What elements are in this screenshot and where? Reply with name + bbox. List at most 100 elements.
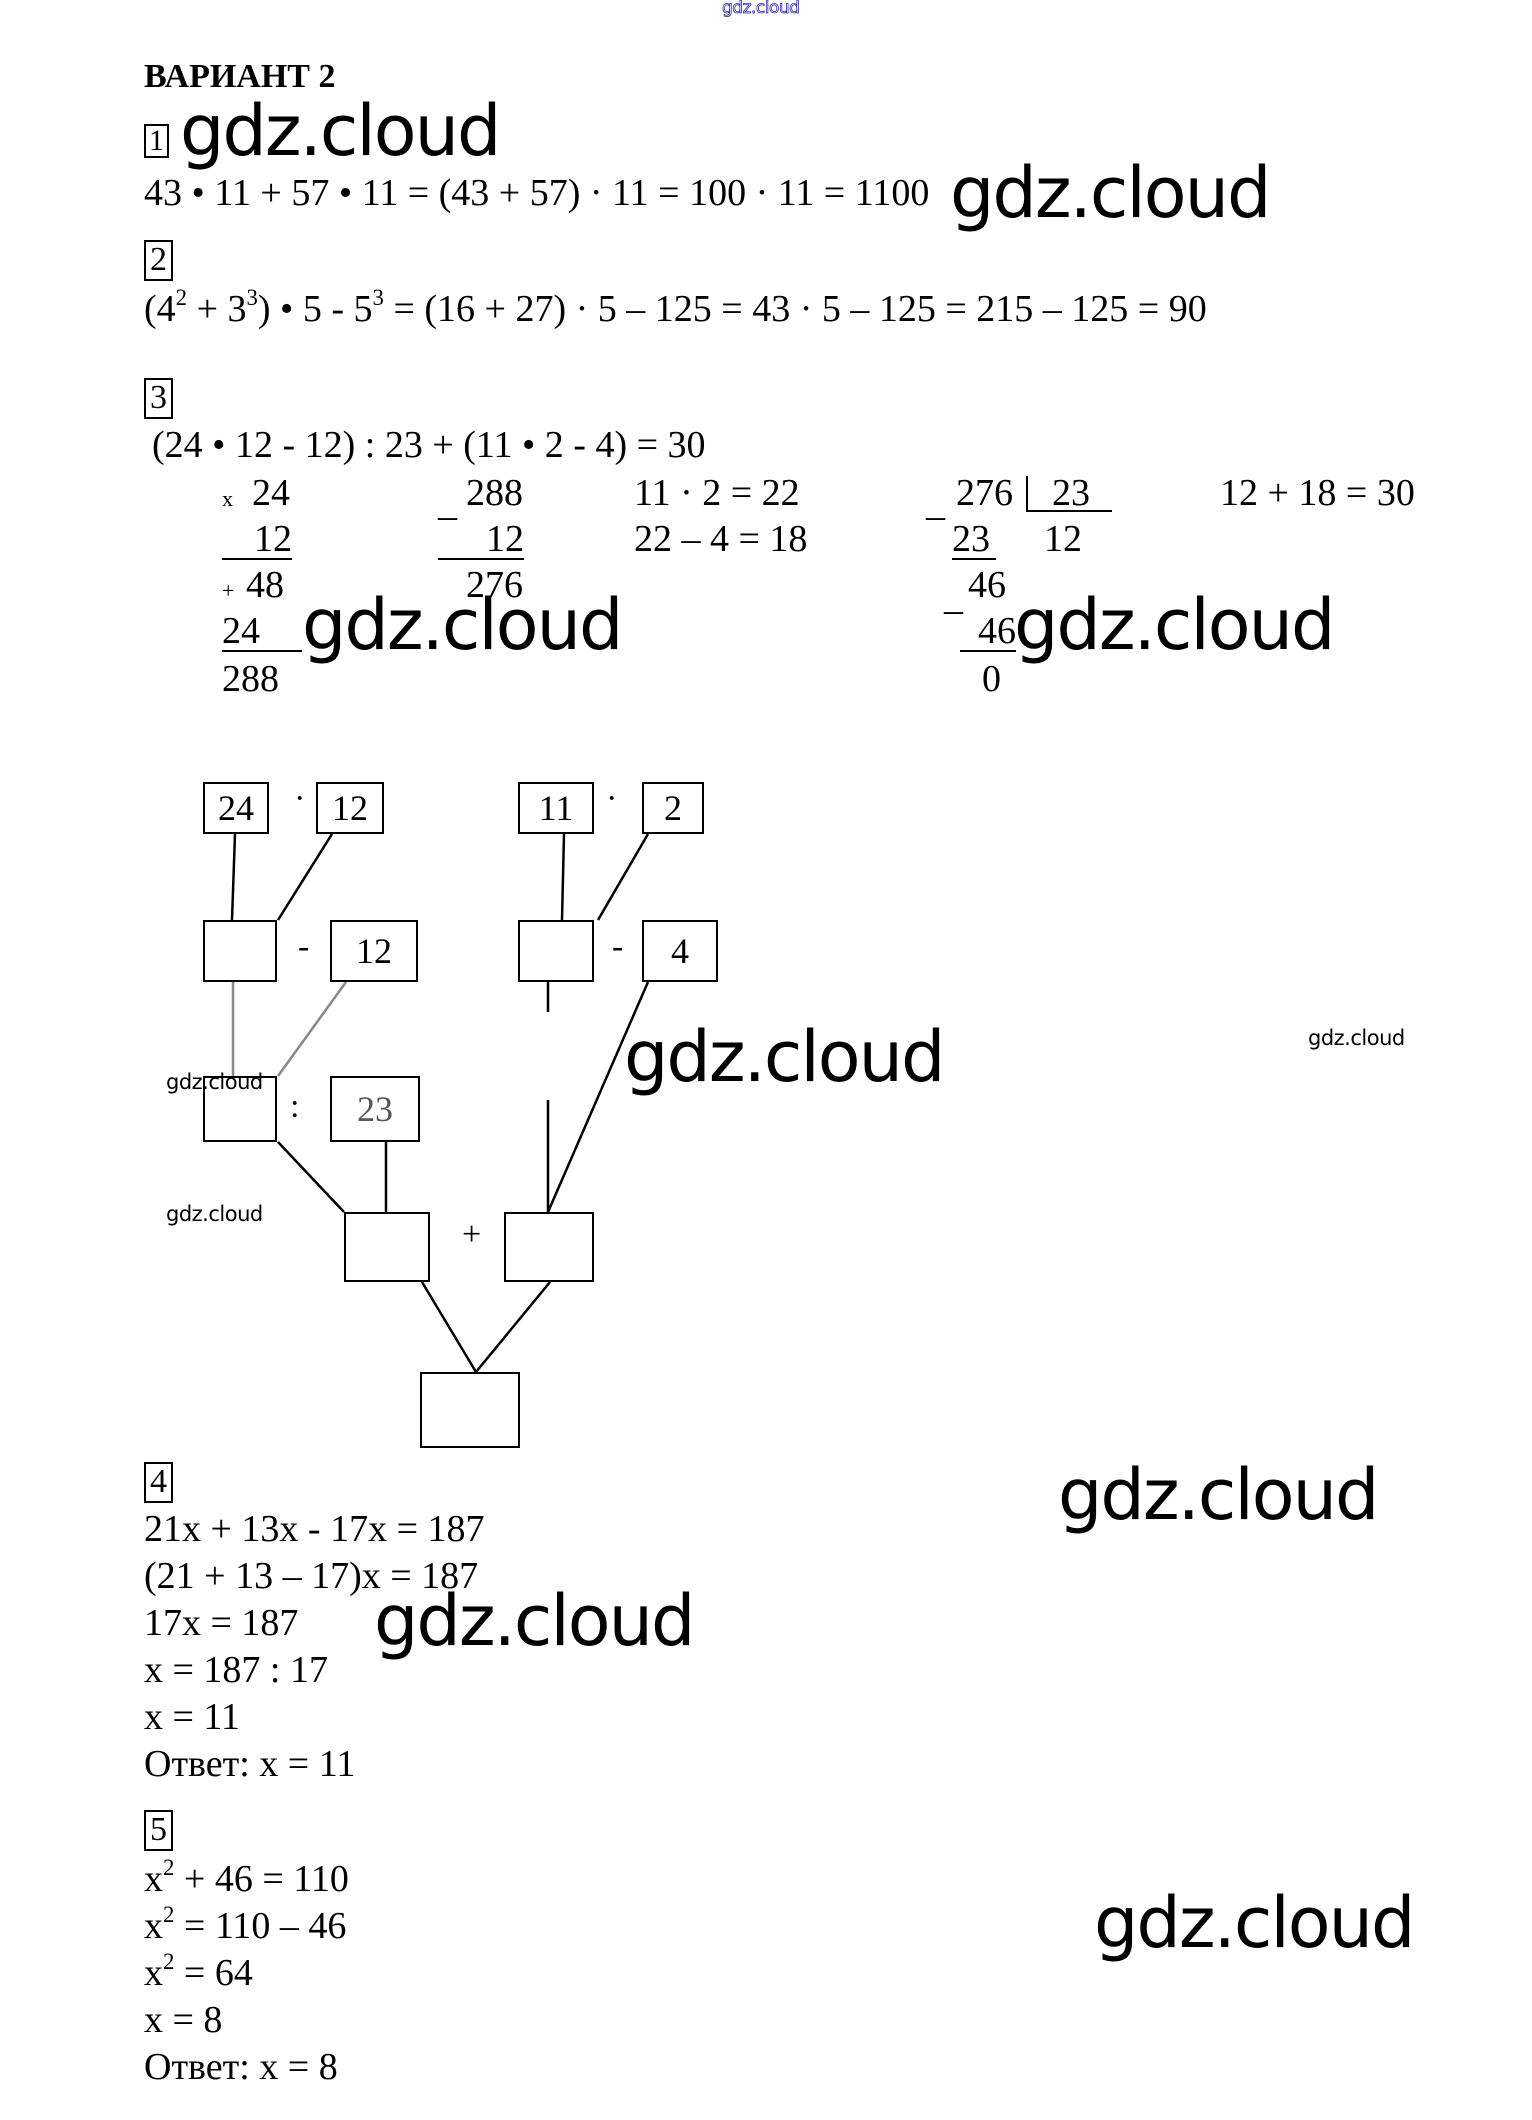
- tree-op-minus: -: [612, 928, 624, 965]
- problem-5-number: 5: [144, 1810, 173, 1851]
- mult-partial-1: 48: [246, 564, 284, 606]
- mult-partial-2: 24: [222, 612, 302, 652]
- sub-result: 276: [466, 564, 523, 606]
- expr-part: = 110 – 46: [174, 1905, 347, 1947]
- problem-number-box: 5: [144, 1810, 173, 1851]
- expr-part: = (16 + 27) · 5 – 125 = 43 · 5 – 125 = 2…: [383, 288, 1207, 330]
- connector-line: [276, 981, 348, 1077]
- exponent: 3: [246, 285, 258, 311]
- expr-part: x: [144, 1905, 163, 1947]
- watermark: gdz.cloud: [180, 90, 501, 172]
- watermark: gdz.cloud: [950, 152, 1271, 234]
- tree-op-plus: +: [462, 1216, 482, 1253]
- problem-2-solution: (42 + 33) • 5 - 53 = (16 + 27) · 5 – 125…: [144, 286, 1207, 330]
- mult-sign: x: [222, 486, 233, 511]
- div-sign-2: _: [944, 576, 963, 618]
- expr-part: x: [144, 1858, 163, 1900]
- tree-box-4: 4: [642, 920, 718, 982]
- problem-4-number: 4: [144, 1462, 173, 1503]
- side-calc-1: 11 · 2 = 22: [634, 472, 800, 514]
- problem-5-answer: Ответ: x = 8: [144, 2046, 338, 2088]
- mult-result: 288: [222, 658, 279, 700]
- expr-part: x: [144, 1952, 163, 1994]
- problem-4-line-2: (21 + 13 – 17)x = 187: [144, 1555, 479, 1597]
- sub-sign: _: [438, 482, 457, 524]
- connector-line: [420, 1281, 478, 1373]
- connector-line: [276, 833, 334, 921]
- tree-box-empty: [518, 920, 594, 982]
- watermark: gdz.cloud: [302, 584, 623, 666]
- problem-5-line-1: x2 + 46 = 110: [144, 1856, 349, 1900]
- problem-number-box: 3: [144, 378, 173, 419]
- expr-part: (4: [144, 288, 176, 330]
- watermark: gdz.cloud: [166, 1070, 263, 1094]
- tree-op-multiply: ·: [606, 780, 618, 817]
- tree-box-empty: [344, 1212, 430, 1282]
- tree-box-11: 11: [518, 782, 594, 834]
- problem-1-number: 1: [144, 124, 169, 158]
- problem-4-line-4: x = 187 : 17: [144, 1649, 328, 1691]
- problem-3-number: 3: [144, 378, 173, 419]
- tree-box-23: 23: [330, 1076, 420, 1142]
- watermark: gdz.cloud: [374, 1580, 695, 1662]
- problem-1-solution: 43 • 11 + 57 • 11 = (43 + 57) · 11 = 100…: [144, 172, 930, 214]
- div-step-3: 46: [960, 612, 1016, 652]
- problem-4-line-3: 17x = 187: [144, 1602, 299, 1644]
- problem-5-line-4: x = 8: [144, 1999, 223, 2041]
- watermark: gdz.cloud: [166, 1202, 263, 1226]
- watermark: gdz.cloud: [624, 1016, 945, 1098]
- mult-plus-sign: +: [222, 578, 235, 603]
- problem-number-box: 2: [144, 240, 173, 281]
- division-bracket: [1026, 476, 1112, 512]
- connector-line: [230, 833, 237, 921]
- div-step-1: 23: [952, 520, 996, 560]
- mult-a: 24: [252, 472, 290, 514]
- tree-op-minus: -: [298, 928, 310, 965]
- watermark: gdz.cloud: [1014, 584, 1335, 666]
- exponent: 2: [163, 1902, 175, 1928]
- tree-box-12: 12: [316, 782, 384, 834]
- connector-line: [546, 981, 650, 1213]
- expr-part: = 64: [174, 1952, 253, 1994]
- problem-2-number: 2: [144, 240, 173, 281]
- watermark: gdz.cloud: [1308, 1026, 1405, 1050]
- watermark: gdz.cloud: [1058, 1454, 1379, 1536]
- exponent: 3: [372, 285, 384, 311]
- sub-b: 12: [438, 520, 524, 560]
- problem-4-line-1: 21x + 13x - 17x = 187: [144, 1508, 485, 1550]
- connector-line: [596, 833, 650, 921]
- div-remainder: 0: [982, 658, 1001, 700]
- variant-title: ВАРИАНТ 2: [144, 58, 336, 95]
- tree-box-2: 2: [642, 782, 704, 834]
- expr-part: ) • 5 - 5: [257, 288, 373, 330]
- div-quotient: 12: [1044, 518, 1082, 560]
- mult-b: 12: [222, 520, 292, 560]
- tree-box-24: 24: [203, 782, 269, 834]
- connector-line: [277, 1141, 345, 1213]
- expr-part: + 46 = 110: [174, 1858, 349, 1900]
- problem-number-box: 4: [144, 1462, 173, 1503]
- exponent: 2: [175, 285, 188, 311]
- div-sign: _: [926, 482, 945, 524]
- sub-a: 288: [466, 472, 523, 514]
- problem-4-line-5: x = 11: [144, 1696, 241, 1738]
- tree-op-multiply: ·: [294, 780, 306, 817]
- tree-box-12: 12: [330, 920, 418, 982]
- tree-box-empty: [203, 1076, 277, 1142]
- connector-line: [475, 1281, 551, 1373]
- tree-box-result: [420, 1372, 520, 1448]
- div-step-2: 46: [968, 564, 1006, 606]
- div-divisor: 23: [1052, 472, 1090, 514]
- watermark: gdz.cloud: [1094, 1882, 1415, 1964]
- exponent: 2: [163, 1949, 175, 1975]
- tree-op-divide: :: [290, 1088, 300, 1125]
- top-watermark: gdz.cloud: [722, 0, 801, 18]
- problem-4-answer: Ответ: x = 11: [144, 1743, 356, 1785]
- expr-part: + 3: [187, 288, 247, 330]
- div-dividend: 276: [956, 472, 1013, 514]
- exponent: 2: [163, 1855, 175, 1881]
- problem-5-line-2: x2 = 110 – 46: [144, 1903, 347, 1947]
- problem-number-box: 1: [144, 124, 169, 158]
- connector-line: [560, 833, 566, 921]
